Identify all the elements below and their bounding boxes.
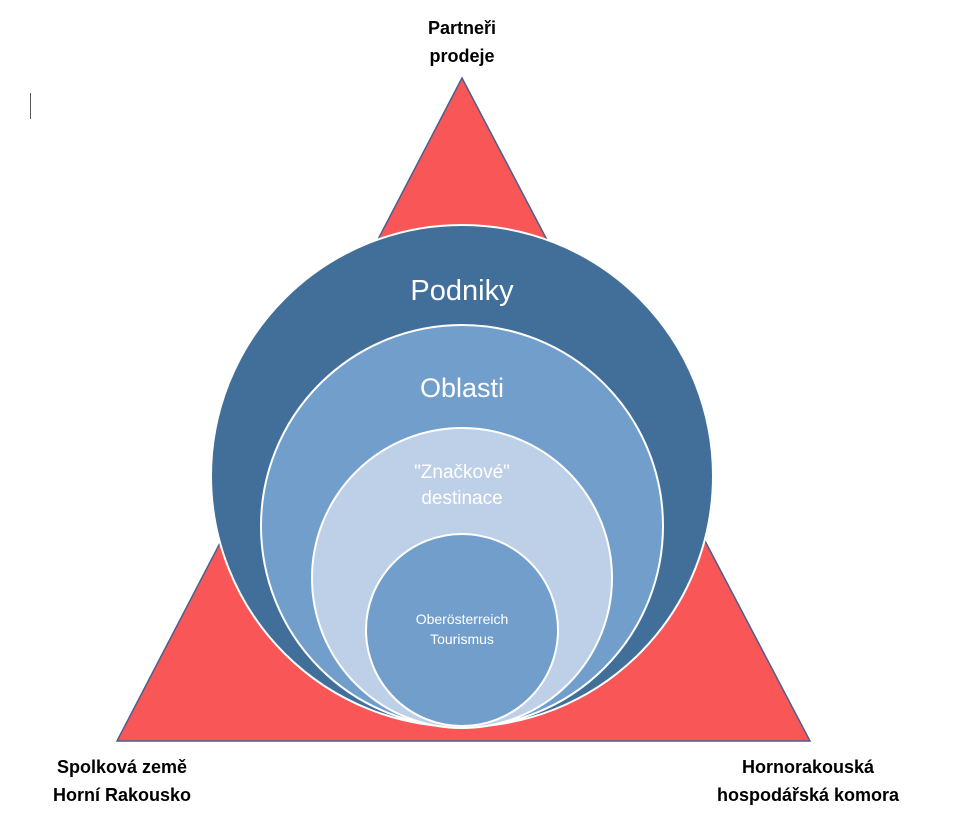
circle-label-tourismus-line2: Tourismus — [430, 631, 494, 647]
corner-label-line: Partneři — [427, 18, 497, 38]
circle-oberosterreich-tourismus — [365, 533, 559, 727]
corner-label-partneri-prodeje: Partneři prodeje — [362, 14, 562, 70]
circle-label-podniky: Podniky — [410, 275, 514, 307]
corner-label-line: Horní Rakousko — [52, 785, 192, 805]
corner-label-hospodarska-komora: Hornorakouská hospodářská komora — [688, 753, 928, 809]
corner-label-line: Hornorakouská — [741, 757, 875, 777]
circle-label-znackove-line2: destinace — [421, 488, 502, 509]
corner-label-line: Spolková země — [56, 757, 188, 777]
circle-label-oblasti: Oblasti — [420, 373, 504, 403]
circle-label-znackove-line1: "Značkové" — [414, 462, 510, 483]
corner-label-horni-rakousko: Spolková země Horní Rakousko — [20, 753, 224, 809]
text-cursor — [30, 93, 31, 119]
corner-label-line: hospodářská komora — [716, 785, 900, 805]
circle-label-tourismus-line1: Oberösterreich — [416, 611, 509, 627]
corner-label-line: prodeje — [429, 46, 495, 66]
